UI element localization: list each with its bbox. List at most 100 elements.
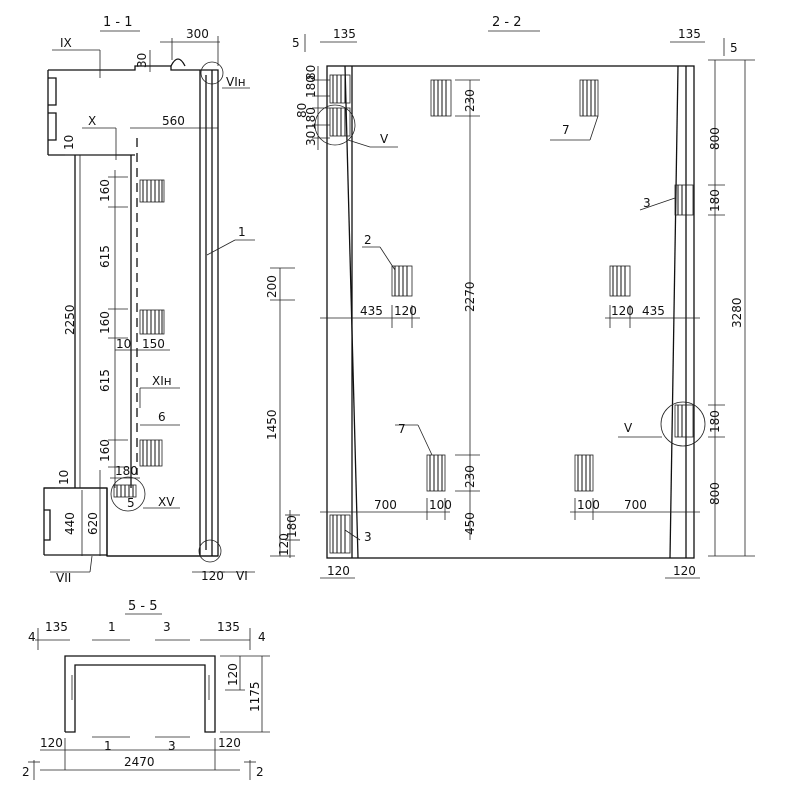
cut-mark-3: 3	[163, 620, 171, 634]
dim-label: 160	[98, 311, 112, 334]
plate-hatch	[139, 439, 163, 467]
dim-label: 435	[642, 304, 665, 318]
section-2-2-title: 2 - 2	[492, 15, 522, 30]
dim-label: 120	[201, 569, 224, 583]
dim-label: 180	[304, 75, 318, 98]
dim-label: 230	[463, 89, 477, 112]
cut-mark-2: 2	[256, 765, 264, 779]
cut-mark-1: 1	[108, 620, 116, 634]
dim-label: 160	[98, 179, 112, 202]
section-2-2: 2 - 2	[277, 15, 755, 579]
callout-6: 6	[158, 410, 166, 424]
section-5-5: 5 - 5 135 135 4 4 1 3 1 3 120 1175 120 1	[22, 599, 270, 780]
plate-hatch	[113, 484, 137, 498]
dim-label: 120	[277, 533, 291, 556]
dim-label: 135	[333, 27, 356, 41]
dim-label: 435	[360, 304, 383, 318]
dim-label: 100	[429, 498, 452, 512]
plate-hatch	[674, 184, 694, 216]
dim-label: 2250	[63, 304, 77, 335]
dim-label: 80	[304, 65, 318, 80]
dim-label: 120	[327, 564, 350, 578]
callout-x: X	[88, 114, 96, 128]
plate-hatch	[426, 454, 446, 492]
plate-hatch	[430, 79, 452, 117]
callout-ix: IX	[60, 36, 72, 50]
cut-mark-4: 4	[28, 630, 36, 644]
dim-label: 180	[708, 189, 722, 212]
dim-label: 3280	[730, 297, 744, 328]
callout-1: 1	[238, 225, 246, 239]
section-1-1: 1 - 1	[43, 15, 295, 585]
dim-label: 10	[62, 135, 76, 150]
cut-mark-4: 4	[258, 630, 266, 644]
dim-label: 2470	[124, 755, 155, 769]
section-1-1-title: 1 - 1	[103, 15, 133, 30]
callout-v: V	[624, 421, 633, 435]
cut-mark-5: 5	[292, 36, 300, 50]
dim-label: 10	[116, 337, 131, 351]
dim-label: 230	[463, 465, 477, 488]
dim-label: 135	[678, 27, 701, 41]
detail-circle-vi	[198, 539, 222, 563]
callout-3: 3	[364, 530, 372, 544]
dim-label: 135	[45, 620, 68, 634]
dim-label: 2270	[463, 281, 477, 312]
dim-label: 120	[226, 663, 240, 686]
plate-hatch	[609, 265, 631, 297]
plate-hatch	[674, 404, 694, 438]
dim-label: 200	[265, 275, 279, 298]
dim-label: 135	[217, 620, 240, 634]
callout-vi: VI	[236, 569, 248, 583]
plate-hatch	[329, 74, 351, 104]
dim-label: 300	[186, 27, 209, 41]
dim-label: 615	[98, 369, 112, 392]
dim-label: 150	[142, 337, 165, 351]
plate-hatch	[579, 79, 599, 117]
cut-mark-1: 1	[104, 739, 112, 753]
dim-label: 615	[98, 245, 112, 268]
dim-label: 440	[63, 512, 77, 535]
dim-label: 180	[285, 515, 299, 538]
section-2-2-contour	[326, 65, 695, 559]
dim-label: 10	[57, 470, 71, 485]
dim-label: 120	[218, 736, 241, 750]
cut-mark-5: 5	[730, 41, 738, 55]
callout-7: 7	[398, 422, 406, 436]
section-5-5-title: 5 - 5	[128, 599, 158, 614]
dim-label: 620	[86, 512, 100, 535]
callout-7: 7	[562, 123, 570, 137]
dim-label: 800	[708, 127, 722, 150]
callout-vin: VIн	[226, 75, 246, 89]
dim-label: 1450	[265, 409, 279, 440]
frame-5-5-contour	[64, 655, 216, 733]
dim-label: 1175	[248, 681, 262, 712]
cut-mark-2: 2	[22, 765, 30, 779]
dim-label: 80	[295, 103, 309, 118]
dim-label: 120	[611, 304, 634, 318]
dim-label: 450	[463, 512, 477, 535]
section-1-1-contour	[43, 65, 219, 557]
dim-label: 180	[304, 107, 318, 130]
plate-hatch	[139, 309, 165, 335]
dim-label: 700	[624, 498, 647, 512]
dim-label: 560	[162, 114, 185, 128]
dim-label: 100	[577, 498, 600, 512]
detail-circle-v	[660, 401, 706, 447]
dim-label: 30	[135, 53, 149, 68]
dim-label: 160	[98, 439, 112, 462]
callout-3: 3	[643, 196, 651, 210]
dim-label: 180	[708, 410, 722, 433]
callout-2: 2	[364, 233, 372, 247]
detail-circle-xv	[110, 476, 146, 512]
cut-mark-3: 3	[168, 739, 176, 753]
dim-label: 120	[673, 564, 696, 578]
callout-5: 5	[127, 496, 135, 510]
dim-label: 800	[708, 482, 722, 505]
plate-hatch	[329, 514, 351, 554]
plate-hatch	[139, 179, 165, 203]
callout-xv: XV	[158, 495, 175, 509]
callout-xin: XIн	[152, 374, 172, 388]
